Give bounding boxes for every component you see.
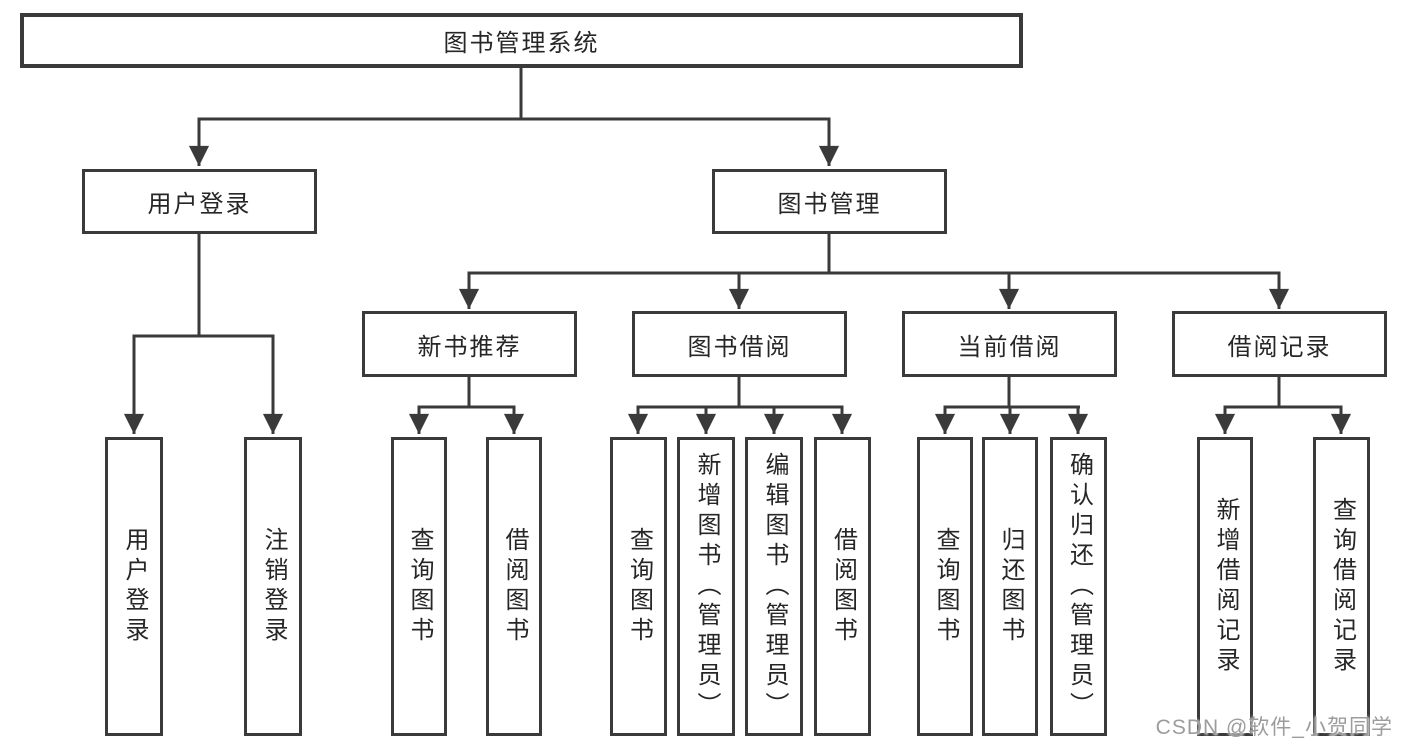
edge-book-borrow-children (627, 374, 853, 434)
leaf-user-login: 用户登录 (105, 437, 163, 736)
leaf-query-books-current: 查询图书 (917, 437, 973, 736)
edge-borrow-records-children (1214, 374, 1352, 434)
node-library-system: 图书管理系统 (20, 13, 1023, 68)
edge-current-borrow-children (934, 374, 1089, 434)
leaf-query-books-borrow: 查询图书 (610, 437, 667, 736)
edge-book-management-branch (458, 231, 1290, 309)
node-current-borrow: 当前借阅 (902, 311, 1117, 377)
edge-root-to-level2 (188, 66, 840, 166)
leaf-query-borrow-record: 查询借阅记录 (1313, 437, 1370, 736)
leaf-borrow-books-recommend: 借阅图书 (486, 437, 542, 736)
node-book-borrow: 图书借阅 (632, 311, 847, 377)
node-new-book-recommend: 新书推荐 (362, 311, 577, 377)
leaf-query-books-recommend: 查询图书 (391, 437, 447, 736)
node-borrow-records: 借阅记录 (1172, 311, 1387, 377)
watermark: CSDN @软件_小贺同学 (1155, 716, 1393, 739)
leaf-add-borrow-record: 新增借阅记录 (1197, 437, 1253, 736)
leaf-edit-book-admin: 编辑图书（管理员） (745, 437, 803, 736)
node-user-login: 用户登录 (82, 169, 317, 234)
leaf-confirm-return-admin: 确认归还（管理员） (1050, 437, 1107, 736)
node-book-management: 图书管理 (712, 169, 947, 234)
edge-new-book-recommend-children (408, 374, 525, 434)
leaf-add-book-admin: 新增图书（管理员） (677, 437, 735, 736)
leaf-logout: 注销登录 (244, 437, 302, 736)
leaf-borrow-books: 借阅图书 (814, 437, 871, 736)
leaf-return-books: 归还图书 (982, 437, 1038, 736)
edge-user-login-branch (123, 231, 284, 434)
